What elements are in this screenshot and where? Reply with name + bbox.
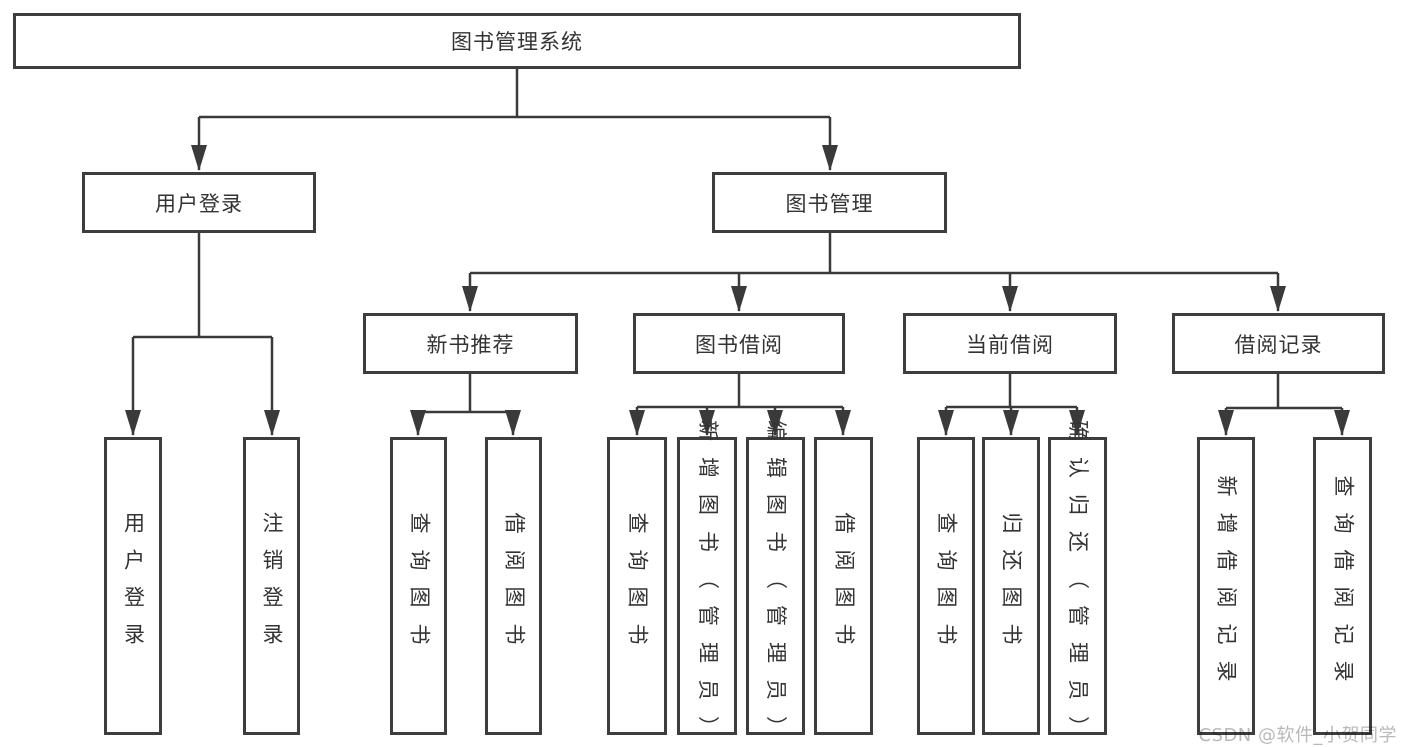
leaf-query-borrow-record: 查询借阅记录 xyxy=(1313,437,1372,735)
leaf-borrow-books-recommend-label: 借阅图书 xyxy=(502,512,526,660)
node-user-login-label: 用户登录 xyxy=(155,191,243,216)
node-current-borrow: 当前借阅 xyxy=(903,313,1117,374)
node-new-book-recommend-label: 新书推荐 xyxy=(426,332,515,357)
node-book-management-label: 图书管理 xyxy=(785,191,874,216)
leaf-borrow-books-recommend: 借阅图书 xyxy=(485,437,542,735)
leaf-query-books-borrow-label: 查询图书 xyxy=(625,512,650,660)
leaf-return-books-label: 归还图书 xyxy=(999,512,1024,660)
node-root: 图书管理系统 xyxy=(13,13,1021,69)
leaf-user-login: 用户登录 xyxy=(104,437,162,735)
leaf-query-books-borrow: 查询图书 xyxy=(607,437,667,735)
leaf-logout: 注销登录 xyxy=(243,437,300,735)
node-book-management: 图书管理 xyxy=(712,172,947,233)
leaf-query-books-current-label: 查询图书 xyxy=(934,512,959,660)
node-user-login: 用户登录 xyxy=(82,172,316,233)
leaf-query-books-recommend: 查询图书 xyxy=(390,437,447,735)
leaf-query-books-recommend-label: 查询图书 xyxy=(407,512,431,660)
leaf-add-borrow-record: 新增借阅记录 xyxy=(1197,437,1255,735)
leaf-confirm-return-admin-label: 确认归还（管理员） xyxy=(1066,419,1090,747)
node-root-label: 图书管理系统 xyxy=(451,30,583,54)
leaf-borrow-books: 借阅图书 xyxy=(814,437,873,735)
leaf-logout-label: 注销登录 xyxy=(260,512,284,660)
node-book-borrow-label: 图书借阅 xyxy=(695,332,783,357)
leaf-query-books-current: 查询图书 xyxy=(917,437,975,735)
leaf-query-borrow-record-label: 查询借阅记录 xyxy=(1331,475,1355,697)
leaf-edit-books-admin: 编辑图书（管理员） xyxy=(746,420,805,747)
leaf-add-borrow-record-label: 新增借阅记录 xyxy=(1214,475,1239,697)
leaf-borrow-books-label: 借阅图书 xyxy=(832,512,856,660)
leaf-add-books-admin-label: 新增图书（管理员） xyxy=(695,419,720,747)
leaf-edit-books-admin-label: 编辑图书（管理员） xyxy=(764,419,788,747)
leaf-confirm-return-admin: 确认归还（管理员） xyxy=(1048,420,1107,747)
leaf-user-login-label: 用户登录 xyxy=(121,512,146,660)
node-current-borrow-label: 当前借阅 xyxy=(966,332,1054,357)
node-book-borrow: 图书借阅 xyxy=(633,313,845,374)
leaf-return-books: 归还图书 xyxy=(982,437,1040,735)
node-borrow-records-label: 借阅记录 xyxy=(1234,332,1323,357)
csdn-watermark: CSDN @软件_小贺同学 xyxy=(1198,725,1397,746)
leaf-add-books-admin: 新增图书（管理员） xyxy=(677,420,737,747)
node-borrow-records: 借阅记录 xyxy=(1172,313,1385,374)
node-new-book-recommend: 新书推荐 xyxy=(363,313,578,374)
